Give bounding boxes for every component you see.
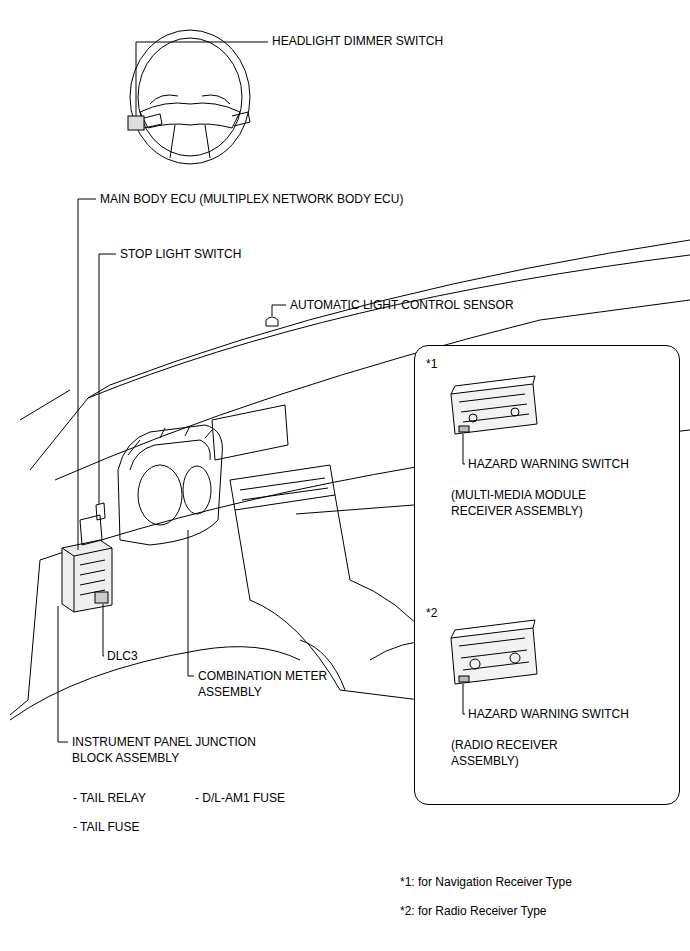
part-label: *2: for Radio Receiver Type xyxy=(400,903,547,919)
callout-number: *2 xyxy=(426,605,437,621)
part-label: - TAIL FUSE xyxy=(73,819,139,835)
part-label: *1: for Navigation Receiver Type xyxy=(400,874,572,890)
part-label: - D/L-AM1 FUSE xyxy=(195,790,285,806)
part-label: (RADIO RECEIVER ASSEMBLY) xyxy=(451,737,581,769)
part-label: MAIN BODY ECU (MULTIPLEX NETWORK BODY EC… xyxy=(100,191,403,207)
part-label: HAZARD WARNING SWITCH xyxy=(468,456,629,472)
part-label: AUTOMATIC LIGHT CONTROL SENSOR xyxy=(290,297,514,313)
part-label: DLC3 xyxy=(107,648,138,664)
part-label: INSTRUMENT PANEL JUNCTION BLOCK ASSEMBLY xyxy=(72,734,287,766)
part-label: - TAIL RELAY xyxy=(73,790,146,806)
receiver-illustration xyxy=(415,346,679,804)
part-label: (MULTI-MEDIA MODULE RECEIVER ASSEMBLY) xyxy=(451,487,621,519)
part-label: COMBINATION METER ASSEMBLY xyxy=(198,668,348,700)
part-label: HEADLIGHT DIMMER SWITCH xyxy=(272,33,443,49)
variant-callout-box: *1HAZARD WARNING SWITCH (MULTI-MEDIA MODU… xyxy=(414,345,680,805)
callout-number: *1 xyxy=(426,356,437,372)
part-label: HAZARD WARNING SWITCH xyxy=(468,706,629,722)
part-label: STOP LIGHT SWITCH xyxy=(120,246,241,262)
